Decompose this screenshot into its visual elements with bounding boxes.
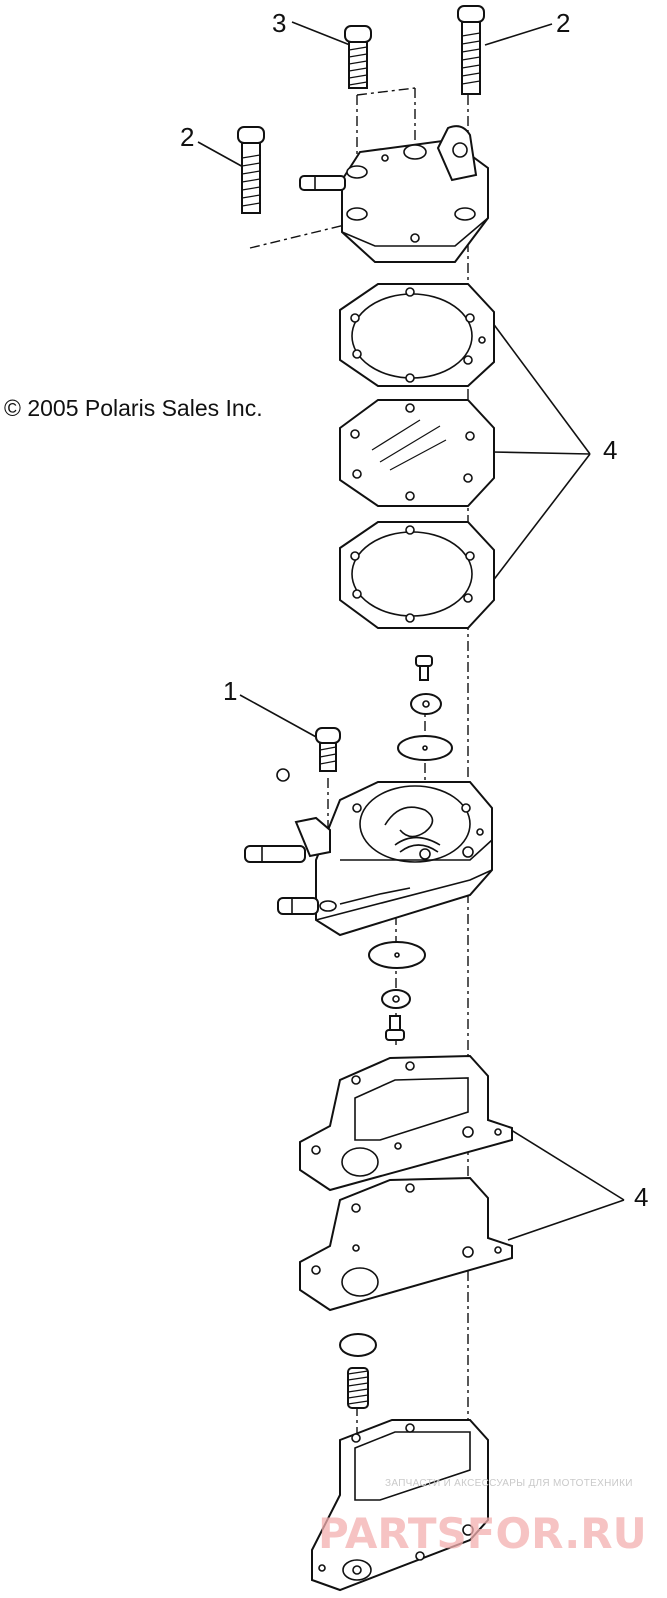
valve-screw-upper xyxy=(415,655,433,681)
pump-top-cover xyxy=(299,125,489,263)
screw-long-part-2-top xyxy=(457,5,485,95)
callout-2-top: 2 xyxy=(556,8,570,38)
callout-4-upper: 4 xyxy=(603,435,617,465)
check-valve-spring xyxy=(347,1367,369,1409)
upper-gasket-ring xyxy=(339,283,495,387)
leader-lines xyxy=(197,21,625,1241)
check-valve-cap xyxy=(339,1333,377,1357)
valve-disc-upper xyxy=(397,735,453,761)
screw-part-1 xyxy=(315,727,341,772)
callout-4-lower: 4 xyxy=(634,1182,648,1212)
valve-disc-lower xyxy=(368,941,426,969)
valve-retainer-upper xyxy=(410,693,442,715)
pump-diaphragm xyxy=(339,399,495,507)
callout-2-left: 2 xyxy=(180,122,194,152)
valve-screw-lower xyxy=(385,1015,405,1041)
callout-3: 3 xyxy=(272,8,286,38)
callout-1: 1 xyxy=(223,676,237,706)
screw-long-part-2-left xyxy=(237,126,265,214)
lower-gasket-b xyxy=(299,1176,513,1312)
pump-base-plate xyxy=(311,1419,489,1592)
lower-gasket-a xyxy=(299,1054,513,1192)
pump-body xyxy=(244,768,493,937)
screw-short-part-3 xyxy=(344,25,372,89)
watermark-site-name: PARTSFOR.RU xyxy=(318,1509,647,1558)
watermark-tagline: ЗАПЧАСТИ И АКСЕССУАРЫ ДЛЯ МОТОТЕХНИКИ xyxy=(385,1478,633,1489)
copyright-text: © 2005 Polaris Sales Inc. xyxy=(4,395,263,421)
lower-gasket-ring xyxy=(339,521,495,629)
valve-retainer-lower xyxy=(381,989,411,1009)
